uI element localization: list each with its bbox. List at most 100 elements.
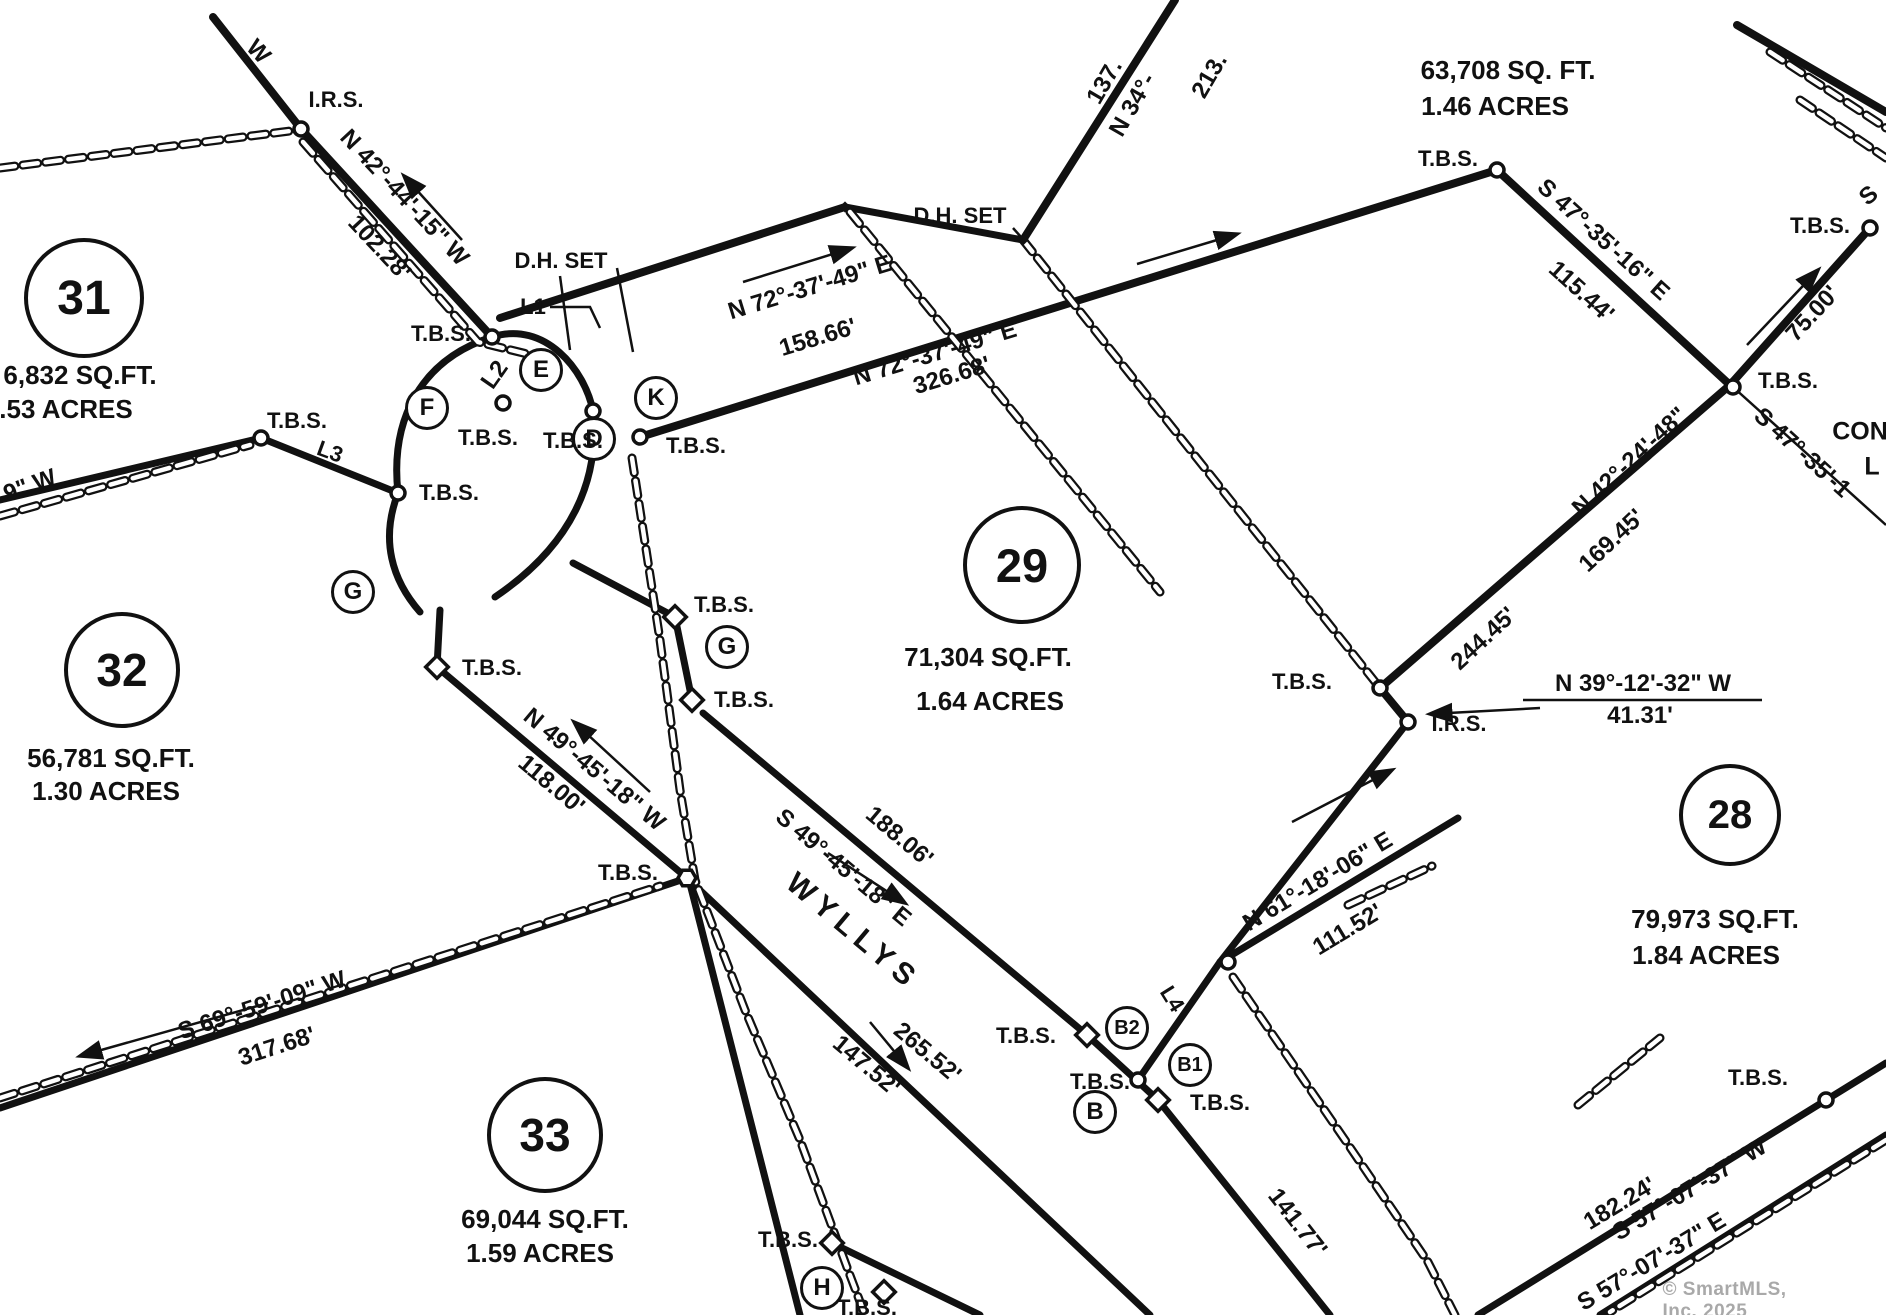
point-id: E xyxy=(532,356,549,383)
survey-point-circle xyxy=(494,394,512,412)
tbs-label: T.B.S. xyxy=(714,687,774,712)
lot-number-circle: 29 xyxy=(963,506,1081,624)
survey-point-circle xyxy=(1399,713,1417,731)
survey-point-circle xyxy=(1219,953,1237,971)
lot-acres-label: 1.84 ACRES xyxy=(1632,940,1780,970)
tbs-label: T.B.S. xyxy=(666,433,726,458)
survey-point-diamond xyxy=(870,1278,898,1306)
survey-point-circle xyxy=(1817,1091,1835,1109)
dh-set-label: D.H. SET xyxy=(913,203,1007,228)
point-id: B1 xyxy=(1177,1053,1203,1076)
point-id-circle: K xyxy=(634,376,678,420)
point-id: B xyxy=(1086,1098,1104,1125)
irs-label: I.R.S. xyxy=(308,87,364,112)
point-id: G xyxy=(343,578,363,605)
lot-number-circle: 31 xyxy=(24,238,144,358)
point-id-circle: E xyxy=(519,348,563,392)
survey-point-circle xyxy=(1861,219,1879,237)
survey-point-dot xyxy=(839,201,851,213)
point-id: D xyxy=(585,425,603,452)
lot-acres-label: .53 ACRES xyxy=(0,394,133,424)
survey-point-circle xyxy=(1488,161,1506,179)
survey-markers xyxy=(252,120,1879,1306)
lot-sqft-label: 79,973 SQ.FT. xyxy=(1631,904,1799,934)
point-id-circle: D xyxy=(572,417,616,461)
point-id: B2 xyxy=(1114,1016,1140,1039)
tbs-label: T.B.S. xyxy=(458,425,518,450)
tbs-label: T.B.S. xyxy=(1728,1065,1788,1090)
tbs-label: T.B.S. xyxy=(1272,669,1332,694)
survey-point-diamond xyxy=(1144,1086,1172,1114)
survey-point-circle xyxy=(483,328,501,346)
line-number-label: L1 xyxy=(520,294,546,319)
lot-sqft-label: 71,304 SQ.FT. xyxy=(904,642,1072,672)
point-id: K xyxy=(647,384,665,411)
distance-label: 41.31' xyxy=(1607,702,1673,729)
tbs-label: T.B.S. xyxy=(758,1227,818,1252)
lot-sqft-label: 63,708 SQ. FT. xyxy=(1420,55,1596,85)
lot-number-circle: 33 xyxy=(487,1077,603,1193)
point-id-circle: H xyxy=(800,1266,844,1310)
point-id-circle: F xyxy=(405,386,449,430)
tbs-label: T.B.S. xyxy=(1190,1090,1250,1115)
lot-number: 31 xyxy=(57,271,111,325)
tbs-label: T.B.S. xyxy=(1418,146,1478,171)
dh-set-label: D.H. SET xyxy=(514,248,608,273)
lot-acres-label: 1.64 ACRES xyxy=(916,686,1064,716)
point-id-circle: G xyxy=(705,625,749,669)
point-id-circle: B1 xyxy=(1168,1043,1212,1087)
irs-label: I.R.S. xyxy=(1431,711,1487,736)
point-id: H xyxy=(813,1274,831,1301)
tbs-label: T.B.S. xyxy=(419,480,479,505)
survey-point-circle xyxy=(1129,1071,1147,1089)
survey-point-circle xyxy=(584,402,602,420)
lot-number-circle: 28 xyxy=(1679,764,1781,866)
survey-point-circle xyxy=(389,484,407,502)
lot-sqft-label: 56,781 SQ.FT. xyxy=(27,743,195,773)
point-id-circle: B xyxy=(1073,1090,1117,1134)
point-id: F xyxy=(419,394,435,421)
survey-point-diamond xyxy=(678,686,706,714)
survey-point-circle xyxy=(1371,679,1389,697)
survey-point-circle xyxy=(252,429,270,447)
point-id-circle: B2 xyxy=(1105,1006,1149,1050)
tbs-label: T.B.S. xyxy=(462,655,522,680)
survey-point-diamond xyxy=(818,1229,846,1257)
lot-number-circle: 32 xyxy=(64,612,180,728)
tbs-label: T.B.S. xyxy=(267,408,327,433)
lot-number: 28 xyxy=(1707,792,1753,837)
survey-point-diamond xyxy=(661,603,689,631)
lot-number: 29 xyxy=(995,538,1049,592)
lot-sqft-label: 6,832 SQ.FT. xyxy=(3,360,157,390)
tbs-label: T.B.S. xyxy=(837,1295,897,1315)
survey-point-circle xyxy=(1724,378,1742,396)
survey-point-hexagon xyxy=(675,868,699,888)
bearing-label: L xyxy=(1864,452,1880,481)
point-id: G xyxy=(717,633,737,660)
tbs-label: T.B.S. xyxy=(1758,368,1818,393)
lot-number: 33 xyxy=(519,1109,571,1161)
survey-point-diamond xyxy=(423,653,451,681)
survey-point-circle xyxy=(292,120,310,138)
lot-acres-label: 1.59 ACRES xyxy=(466,1238,614,1268)
lot-acres-label: 1.46 ACRES xyxy=(1421,91,1569,121)
tbs-label: T.B.S. xyxy=(1070,1069,1130,1094)
watermark: © SmartMLS, Inc. 2025 xyxy=(1662,1279,1787,1315)
lot-acres-label: 1.30 ACRES xyxy=(32,776,180,806)
tbs-label: T.B.S. xyxy=(411,321,471,346)
tbs-label: T.B.S. xyxy=(694,592,754,617)
lot-number: 32 xyxy=(96,644,148,696)
lot-sqft-label: 69,044 SQ.FT. xyxy=(461,1204,629,1234)
tbs-label: T.B.S. xyxy=(543,428,603,453)
tbs-label: T.B.S. xyxy=(598,860,658,885)
point-id-circle: G xyxy=(331,570,375,614)
survey-point-dot xyxy=(1017,234,1029,246)
bearing-label: N 39°-12'-32" W xyxy=(1554,670,1732,697)
bearing-label: CON xyxy=(1832,417,1886,446)
tbs-label: T.B.S. xyxy=(1790,213,1850,238)
leader-lines xyxy=(550,227,1886,702)
survey-point-circle xyxy=(631,428,649,446)
bearing-arrows xyxy=(75,172,1822,1072)
